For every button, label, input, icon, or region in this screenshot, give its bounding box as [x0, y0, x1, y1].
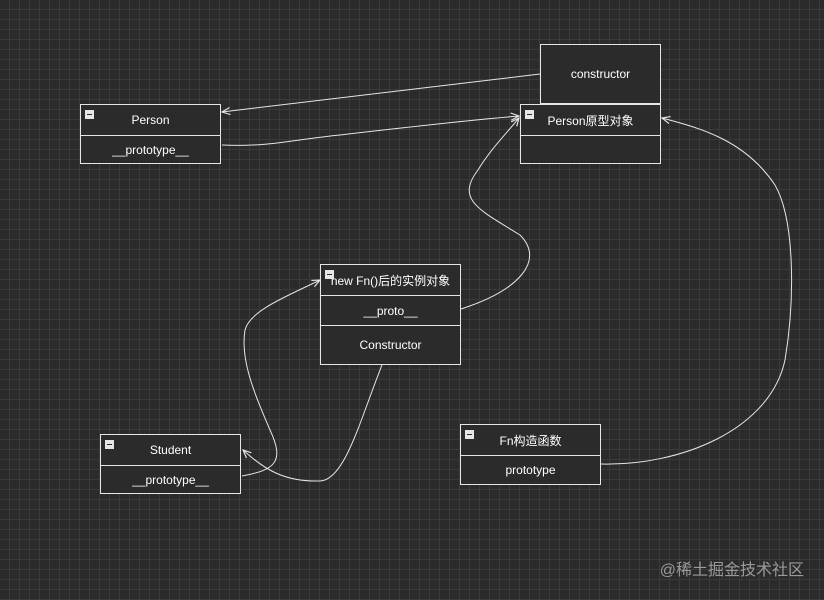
edge-constructor-to-person [222, 73, 541, 112]
instance-constructor-row: Constructor [321, 325, 460, 363]
constructor-label: constructor [570, 67, 631, 81]
collapse-icon[interactable] [105, 440, 114, 449]
person-node[interactable]: Person __prototype__ [80, 104, 221, 164]
edge-instance-proto-to-person-proto [460, 118, 531, 310]
person-prototype-object-title: Person原型对象 [547, 113, 634, 128]
collapse-icon[interactable] [525, 110, 534, 119]
person-prototype-object-empty-row [521, 135, 660, 163]
edge-student-prototype-to-instance [241, 280, 320, 477]
person-prototype-row: __prototype__ [81, 135, 220, 163]
instance-proto-row: __proto__ [321, 295, 460, 325]
edge-instance-constructor-to-student [243, 364, 383, 482]
student-node[interactable]: Student __prototype__ [100, 434, 241, 494]
edge-person-prototype-to-proto [221, 116, 519, 146]
constructor-node[interactable]: constructor [540, 44, 661, 104]
instance-node[interactable]: new Fn()后的实例对象 __proto__ Constructor [320, 264, 461, 365]
instance-title: new Fn()后的实例对象 [330, 273, 451, 288]
edge-fn-prototype-to-person-proto [600, 118, 793, 465]
fn-constructor-title: Fn构造函数 [499, 433, 562, 448]
collapse-icon[interactable] [465, 430, 474, 439]
person-prototype-object-node[interactable]: Person原型对象 [520, 104, 661, 164]
person-title: Person [131, 113, 170, 127]
watermark: @稀土掘金技术社区 [659, 562, 804, 579]
fn-constructor-node[interactable]: Fn构造函数 prototype [460, 424, 601, 485]
fn-prototype-row: prototype [461, 455, 600, 484]
collapse-icon[interactable] [325, 270, 334, 279]
student-title: Student [149, 443, 192, 457]
collapse-icon[interactable] [85, 110, 94, 119]
student-prototype-row: __prototype__ [101, 465, 240, 493]
